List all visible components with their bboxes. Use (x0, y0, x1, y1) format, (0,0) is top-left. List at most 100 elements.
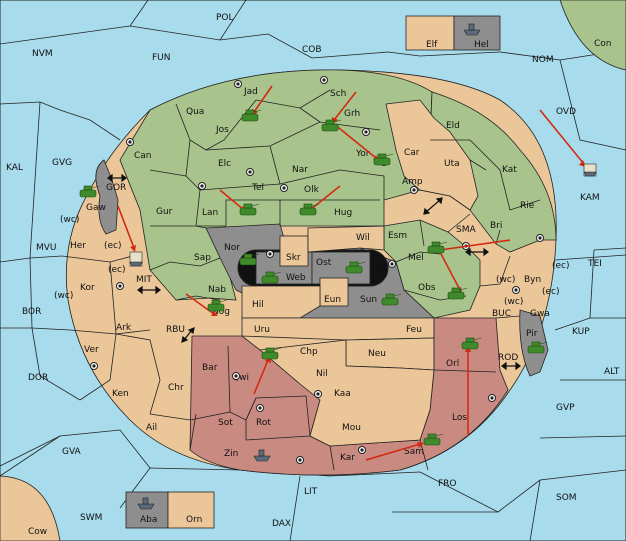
convoy-route-icon (137, 285, 161, 295)
territory-gaw[interactable] (95, 159, 119, 235)
army-unit-icon (261, 347, 282, 360)
label-lit: LIT (304, 487, 318, 497)
supply-center-icon (126, 138, 134, 146)
label-nog: Nog (212, 307, 230, 317)
territory-hil[interactable] (241, 285, 321, 319)
label-hug: Hug (334, 208, 352, 218)
label-nab: Nab (208, 285, 226, 295)
label-qwi: Qwi (232, 373, 249, 383)
label-orl: Orl (446, 359, 459, 369)
army-unit-icon (427, 241, 448, 254)
label-ver: Ver (84, 345, 99, 355)
label-rbu: RBU (166, 325, 185, 335)
army-unit-icon (461, 337, 482, 350)
label-tel: Tel (251, 183, 264, 193)
supply-center-icon (410, 186, 418, 194)
label-gor: GOR (106, 183, 126, 193)
label-fun: FUN (152, 53, 171, 63)
label-ec-4: (ec) (542, 287, 560, 297)
label-neu: Neu (368, 349, 386, 359)
label-ost: Ost (316, 258, 332, 268)
territory-skr[interactable] (279, 235, 309, 267)
label-mvu: MVU (36, 243, 57, 253)
label-yor: Yor (355, 149, 370, 159)
supply-center-icon (116, 282, 124, 290)
army-unit-icon (527, 341, 548, 354)
label-dor: DOR (28, 373, 48, 383)
label-los: Los (452, 413, 467, 423)
label-amp: Amp (402, 177, 423, 187)
supply-center-icon (198, 182, 206, 190)
label-dax: DAX (272, 519, 291, 529)
supply-center-icon (90, 362, 98, 370)
army-unit-icon (239, 203, 260, 216)
supply-center-icon (536, 234, 544, 242)
label-sot: Sot (218, 418, 233, 428)
label-wc-3: (wc) (54, 291, 73, 301)
label-sch: Sch (330, 89, 346, 99)
label-gva: GVA (62, 447, 82, 457)
label-eld: Eld (446, 121, 460, 131)
label-bar: Bar (202, 363, 218, 373)
label-bri: Bri (490, 221, 502, 231)
order-arrow-icon (365, 442, 424, 461)
label-rie: Rie (520, 201, 535, 211)
label-feu: Feu (406, 325, 422, 335)
label-web: Web (286, 273, 306, 283)
fleet-unit-icon (583, 163, 597, 177)
label-gaw: Gaw (86, 203, 106, 213)
label-kat: Kat (502, 165, 517, 175)
label-hel: Hel (474, 40, 489, 50)
label-som: SOM (556, 493, 577, 503)
label-chp: Chp (300, 347, 318, 357)
labels: POL NVM FUN COB NOM Con Elf Hel Jad Sch … (6, 13, 620, 537)
label-elc: Elc (218, 159, 231, 169)
label-mou: Mou (342, 423, 361, 433)
army-unit-icon (207, 299, 228, 312)
army-unit-icon (381, 293, 402, 306)
label-kar: Kar (340, 453, 355, 463)
army-unit-icon (239, 253, 260, 266)
label-ec-3: (ec) (108, 265, 126, 275)
label-obs: Obs (418, 283, 436, 293)
territory-car-uta[interactable] (385, 99, 479, 211)
army-unit-icon (79, 185, 100, 198)
label-rot: Rot (256, 418, 271, 428)
label-hil: Hil (252, 300, 264, 310)
label-gwa: Gwa (530, 309, 550, 319)
fleet-unit-icon (463, 23, 481, 36)
territory-elf[interactable] (405, 15, 455, 51)
label-wil: Wil (356, 233, 370, 243)
supply-center-icon (232, 372, 240, 380)
label-jos: Jos (215, 125, 229, 135)
label-tei: TEI (587, 259, 602, 269)
convoy-route-icon (501, 361, 521, 371)
label-nom: NOM (532, 55, 554, 65)
label-wc-4: (wc) (504, 297, 523, 307)
label-ec-1: (ec) (104, 241, 122, 251)
supply-center-icon (234, 80, 242, 88)
label-grh: Grh (344, 109, 360, 119)
label-esm: Esm (388, 231, 407, 241)
convoy-route-icon (465, 247, 489, 257)
convoy-route-icon (107, 173, 127, 183)
label-sap: Sap (194, 253, 211, 263)
convoy-route-icon (423, 197, 443, 215)
supply-center-icon (256, 404, 264, 412)
label-kaa: Kaa (334, 389, 351, 399)
territory-orn[interactable] (167, 491, 215, 529)
convoy-routes (107, 173, 521, 371)
territory-wil[interactable] (307, 225, 385, 253)
supply-center-icon (246, 168, 254, 176)
label-kal: KAL (6, 163, 23, 173)
supply-centers (90, 76, 544, 464)
territory-neu[interactable] (345, 337, 435, 371)
label-pol: POL (216, 13, 234, 23)
label-sun: Sun (360, 295, 377, 305)
region-green-east (419, 91, 557, 253)
supply-center-icon (320, 76, 328, 84)
label-nar: Nar (292, 165, 308, 175)
convoy-route-icon (181, 327, 195, 343)
fleet-unit-icon (129, 251, 143, 267)
